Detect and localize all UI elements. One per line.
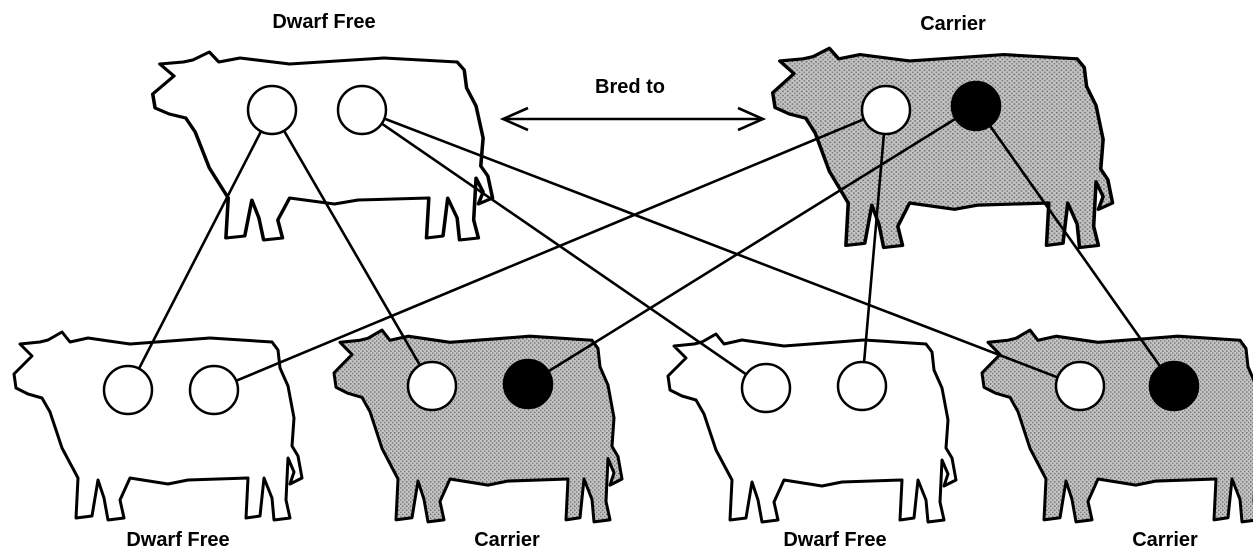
parent-left-label: Dwarf Free — [272, 11, 375, 33]
offspring-1-cow — [14, 332, 302, 520]
parent-left-gene-1-normal — [248, 86, 296, 134]
parent-right-cow — [773, 48, 1113, 247]
offspring-3-gene-2-normal — [838, 362, 886, 410]
offspring-3-gene-1-normal — [742, 364, 790, 412]
relation-label: Bred to — [595, 76, 665, 98]
offspring-1-cow-body — [14, 332, 302, 520]
offspring-3-label: Dwarf Free — [783, 529, 886, 551]
parent-right-gene-1-normal — [862, 86, 910, 134]
offspring-2-gene-2-dwarf — [504, 360, 552, 408]
offspring-3-cow-body — [668, 334, 956, 522]
offspring-3-cow — [668, 334, 956, 522]
offspring-4-gene-1-normal — [1056, 362, 1104, 410]
offspring-2-label: Carrier — [474, 529, 540, 551]
parent-right-cow-body — [773, 48, 1113, 247]
parent-right-gene-2-dwarf — [952, 82, 1000, 130]
offspring-2-cow-body — [334, 330, 622, 522]
offspring-1-gene-2-normal — [190, 366, 238, 414]
offspring-1-gene-1-normal — [104, 366, 152, 414]
offspring-4-cow — [982, 330, 1253, 522]
parent-left-gene-2-normal — [338, 86, 386, 134]
offspring-2-cow — [334, 330, 622, 522]
parent-left-cow — [153, 52, 493, 240]
parent-left-cow-body — [153, 52, 493, 240]
offspring-4-cow-body — [982, 330, 1253, 522]
parent-right-label: Carrier — [920, 13, 986, 35]
offspring-1-label: Dwarf Free — [126, 529, 229, 551]
offspring-4-gene-2-dwarf — [1150, 362, 1198, 410]
offspring-4-label: Carrier — [1132, 529, 1198, 551]
offspring-2-gene-1-normal — [408, 362, 456, 410]
bred-to-arrow — [503, 108, 763, 130]
